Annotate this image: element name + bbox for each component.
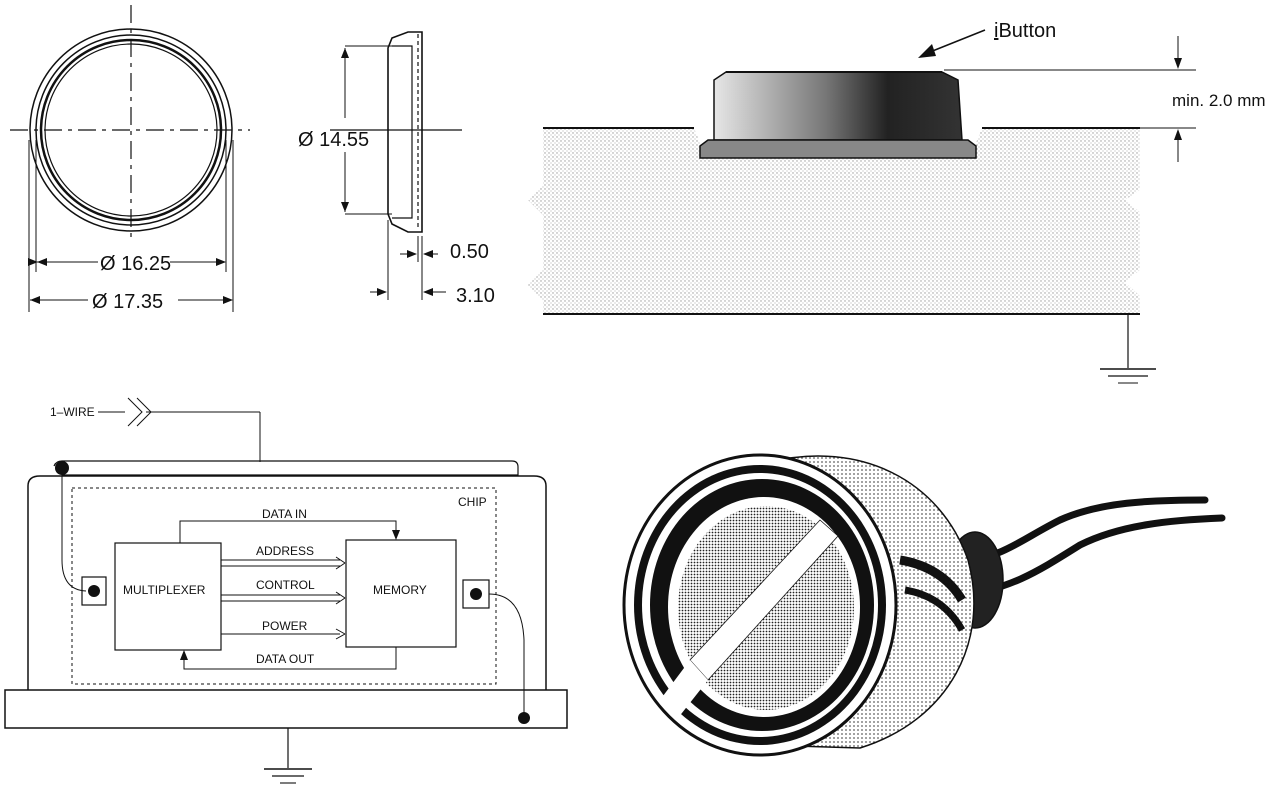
signal-data-out: DATA OUT — [256, 652, 315, 666]
dim-arrow-050-left — [407, 250, 417, 258]
substrate-block — [528, 128, 1140, 314]
ibutton-illustration — [622, 453, 1226, 757]
dim-diameter-inner: Ø 16.25 — [100, 253, 171, 275]
address-arrowhead — [335, 556, 346, 570]
memory-label: MEMORY — [373, 583, 427, 597]
dim-arrow-310-right — [423, 288, 433, 296]
signal-control: CONTROL — [256, 578, 315, 592]
mounting-cross-section — [528, 29, 1196, 384]
dim-diameter-side: Ø 14.55 — [298, 129, 369, 151]
dim-arrow-left-outer — [30, 296, 40, 304]
one-wire-label: 1–WIRE — [50, 405, 95, 419]
dim-arrow-310-left — [377, 288, 387, 296]
power-arrowhead — [335, 628, 346, 640]
lid-contact-dot — [55, 461, 69, 475]
dim-arrow-left-inner — [37, 258, 47, 266]
ibutton-case — [713, 71, 963, 141]
dim-arrow-1455-bottom — [341, 202, 349, 212]
side-view-drawing — [330, 31, 462, 300]
dim-diameter-outer: Ø 17.35 — [92, 291, 163, 313]
signal-address: ADDRESS — [256, 544, 314, 558]
data-out-arrowhead — [180, 650, 188, 660]
face-slot — [689, 519, 839, 681]
block-diagram — [4, 397, 568, 784]
dim-thickness-lip: 0.50 — [450, 241, 489, 263]
dim-arrow-1455-top — [341, 48, 349, 58]
signal-power: POWER — [262, 619, 308, 633]
multiplexer-label: MULTIPLEXER — [123, 583, 206, 597]
chip-label: CHIP — [458, 495, 487, 509]
clearance-label: min. 2.0 mm — [1172, 91, 1266, 110]
control-arrowhead — [335, 591, 346, 605]
signal-data-in: DATA IN — [262, 507, 307, 521]
top-view-drawing — [10, 5, 250, 312]
ibutton-label: iButton — [994, 20, 1056, 42]
ibutton-flange — [699, 139, 977, 159]
left-pad-dot — [88, 585, 100, 597]
data-in-arrowhead — [392, 530, 400, 540]
base-contact-dot — [518, 712, 530, 724]
dim-arrow-050-right — [423, 250, 433, 258]
right-pad-dot — [470, 588, 482, 600]
dim-thickness-total: 3.10 — [456, 285, 495, 307]
